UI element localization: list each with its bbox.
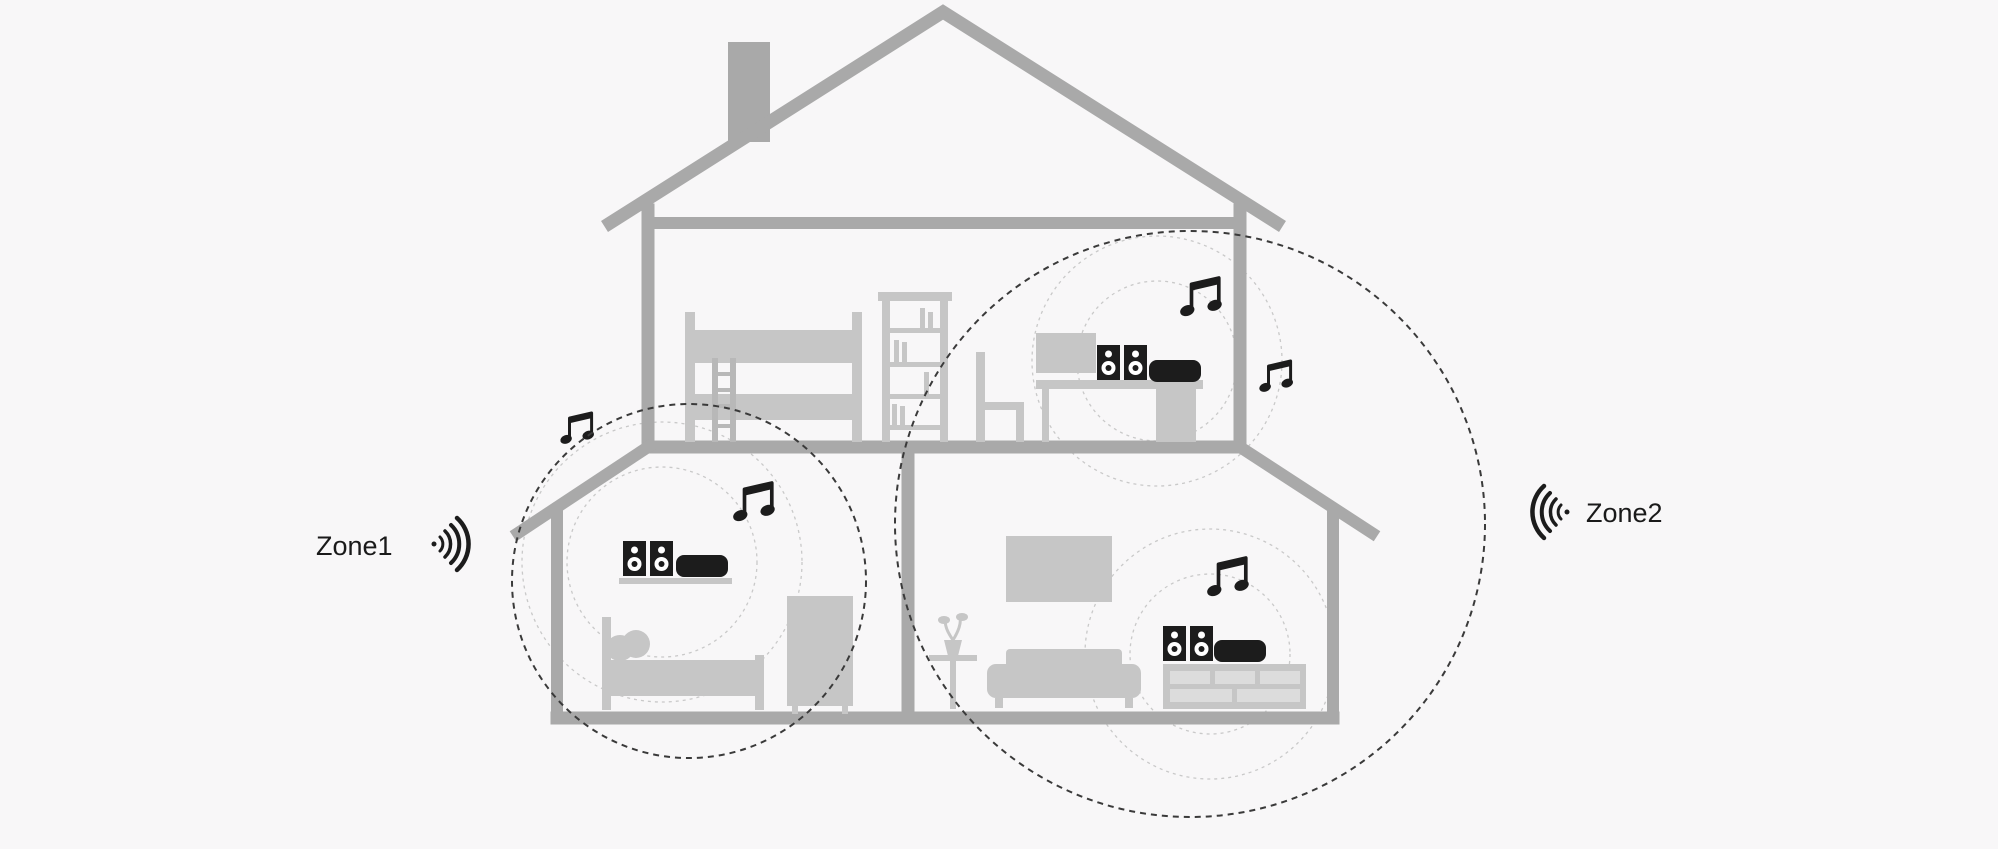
- zone2-coverage: [894, 230, 1486, 818]
- zone2-label: Zone2: [1586, 498, 1663, 528]
- desk: [1036, 333, 1203, 442]
- bed: [602, 617, 764, 710]
- desk-chair: [976, 352, 1024, 442]
- music-note-icon: [557, 411, 597, 447]
- music-note-icon: [1256, 359, 1296, 395]
- tv-stand: [1163, 664, 1306, 709]
- zone2-lower-receiver-icon: [1214, 640, 1266, 662]
- zone2-wifi-signal-icon: [1530, 483, 1570, 541]
- wardrobe: [787, 596, 853, 714]
- bookshelf: [878, 292, 952, 442]
- wall-picture: [1006, 536, 1112, 602]
- house-structure: [509, 4, 1381, 725]
- zone2-lower-speaker-pair-icon: [1163, 626, 1213, 661]
- zone-coverage: [511, 230, 1486, 818]
- bunk-bed: [685, 312, 862, 442]
- music-note-icon: [1203, 556, 1253, 600]
- music-note-icon: [1176, 276, 1226, 320]
- zone2-upper-speaker-pair-icon: [1097, 345, 1147, 380]
- zone1-wifi-signal-icon: [431, 515, 471, 573]
- zone1-coverage: [511, 403, 867, 759]
- zone2-upper-receiver-icon: [1149, 360, 1201, 382]
- zone1-label: Zone1: [316, 531, 393, 561]
- music-note-icon: [729, 481, 779, 525]
- zone1-receiver-icon: [676, 555, 728, 577]
- side-table-plant: [929, 613, 977, 709]
- sofa: [987, 649, 1141, 708]
- wall-shelf: [619, 578, 732, 584]
- zone1-speaker-pair-icon: [623, 541, 673, 576]
